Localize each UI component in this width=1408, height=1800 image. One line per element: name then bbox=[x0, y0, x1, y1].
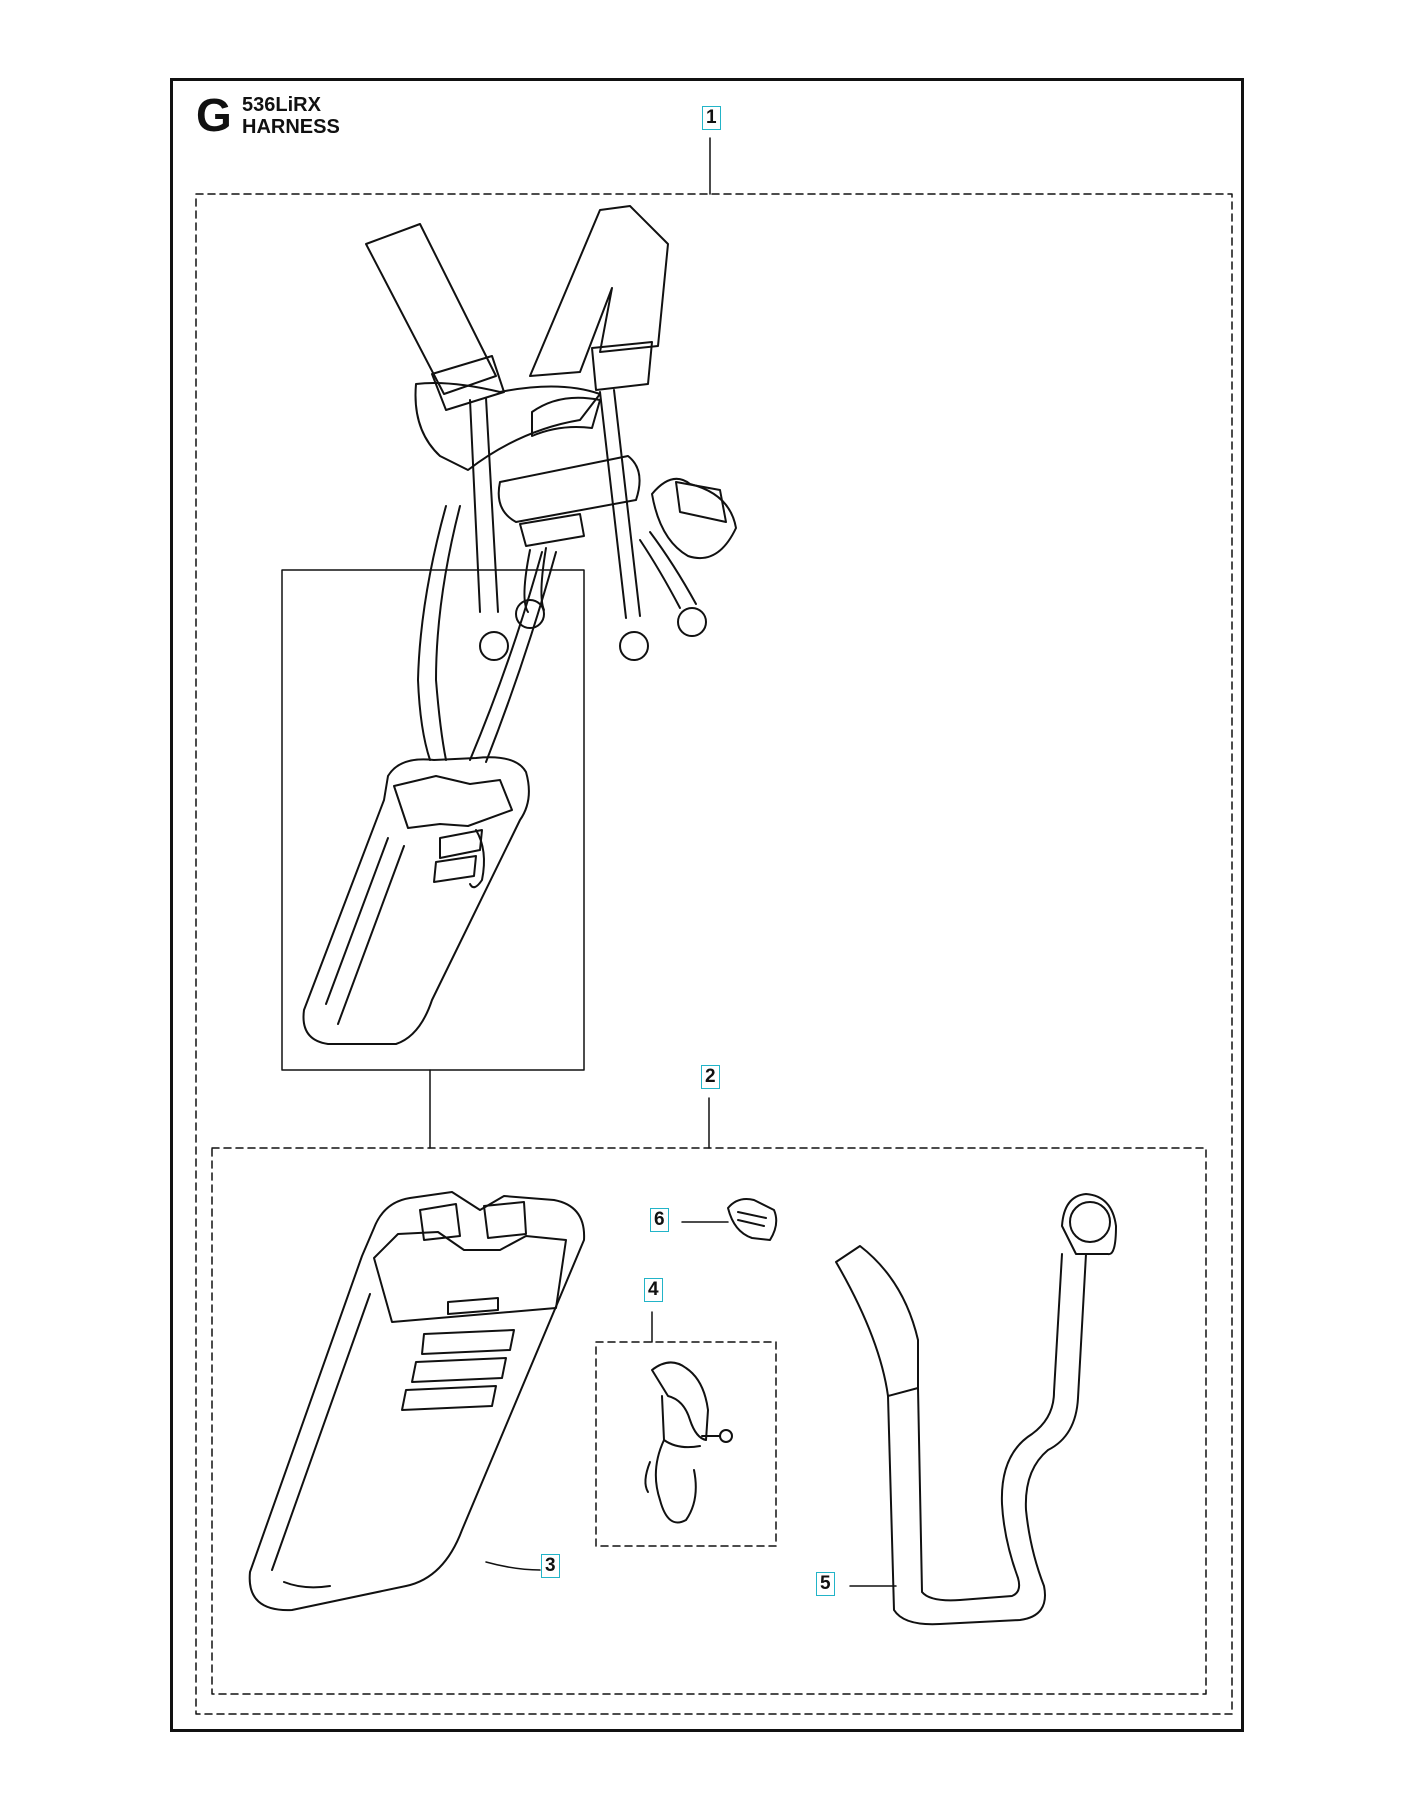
callout-3: 3 bbox=[541, 1554, 560, 1578]
hip-plate-detail-grips bbox=[433, 829, 483, 883]
hip-plate-belt-slots bbox=[419, 1201, 527, 1241]
hip-plate-outline bbox=[248, 1191, 586, 1612]
hip-plate-top-panel bbox=[373, 1231, 567, 1323]
callout-2: 2 bbox=[701, 1065, 720, 1089]
detail-box bbox=[281, 569, 585, 1071]
left-front-strap bbox=[469, 397, 499, 613]
part-4-boundary bbox=[595, 1341, 777, 1547]
part-3-hip-plate bbox=[248, 1191, 586, 1612]
branded-chest-pad bbox=[497, 455, 641, 523]
hook-loop bbox=[654, 1439, 697, 1524]
strap-end-loop bbox=[677, 607, 707, 637]
left-shoulder-strap bbox=[365, 223, 497, 395]
part-5-strap bbox=[835, 1193, 1117, 1626]
hip-plate-detail-top bbox=[393, 775, 513, 829]
strap-end-loop bbox=[479, 631, 509, 661]
back-plate-slot bbox=[531, 396, 601, 437]
right-connector-strap bbox=[469, 551, 557, 763]
callout-4: 4 bbox=[644, 1278, 663, 1302]
strap-inner bbox=[917, 1253, 1063, 1602]
leader-3 bbox=[485, 1561, 541, 1571]
harness-assembly bbox=[302, 205, 737, 1045]
strap-end-cover bbox=[835, 1245, 919, 1397]
strap-end-loop bbox=[515, 599, 545, 629]
hook-cap bbox=[651, 1361, 709, 1441]
right-shoulder-strap bbox=[529, 205, 669, 377]
model-name: 536LiRX bbox=[242, 94, 321, 116]
strap-end-loop bbox=[619, 631, 649, 661]
right-strap-buckle bbox=[591, 341, 653, 391]
hip-plate-grip-bars bbox=[401, 1329, 515, 1411]
section-letter: G bbox=[196, 89, 232, 141]
buckle-slots bbox=[737, 1211, 767, 1227]
hip-plate-rim-lines bbox=[271, 1293, 371, 1589]
diagram-title: HARNESS bbox=[242, 116, 340, 138]
strap-end-ring bbox=[1069, 1201, 1111, 1243]
left-connector-strap bbox=[417, 505, 461, 761]
hip-plate-detail-hook bbox=[469, 829, 485, 889]
callout-1: 1 bbox=[702, 106, 721, 130]
hip-side-strap bbox=[639, 531, 697, 609]
buckle-outline bbox=[727, 1198, 778, 1241]
callout-5: 5 bbox=[816, 1572, 835, 1596]
diagram-frame bbox=[170, 78, 1244, 1732]
back-plate bbox=[414, 382, 601, 471]
assembly-2-boundary bbox=[211, 1147, 1207, 1695]
strap-outer bbox=[887, 1253, 1087, 1626]
strap-end-cap bbox=[1061, 1193, 1117, 1256]
hook-tip bbox=[644, 1461, 651, 1493]
hip-plate-detail-rim bbox=[325, 837, 405, 1025]
hook-pin bbox=[719, 1429, 733, 1443]
hip-plate-clip-slot bbox=[447, 1297, 499, 1315]
hip-pad bbox=[651, 477, 737, 560]
part-4-hook bbox=[644, 1361, 733, 1524]
chest-pad-buckle bbox=[519, 513, 585, 547]
callout-6: 6 bbox=[650, 1208, 669, 1232]
title-block: 536LiRX HARNESS bbox=[242, 94, 340, 138]
right-front-strap bbox=[599, 389, 641, 619]
hip-pad-buckle bbox=[675, 481, 727, 523]
part-6-buckle bbox=[727, 1198, 778, 1241]
hip-plate-detail bbox=[302, 756, 530, 1045]
assembly-1-boundary bbox=[195, 193, 1233, 1715]
